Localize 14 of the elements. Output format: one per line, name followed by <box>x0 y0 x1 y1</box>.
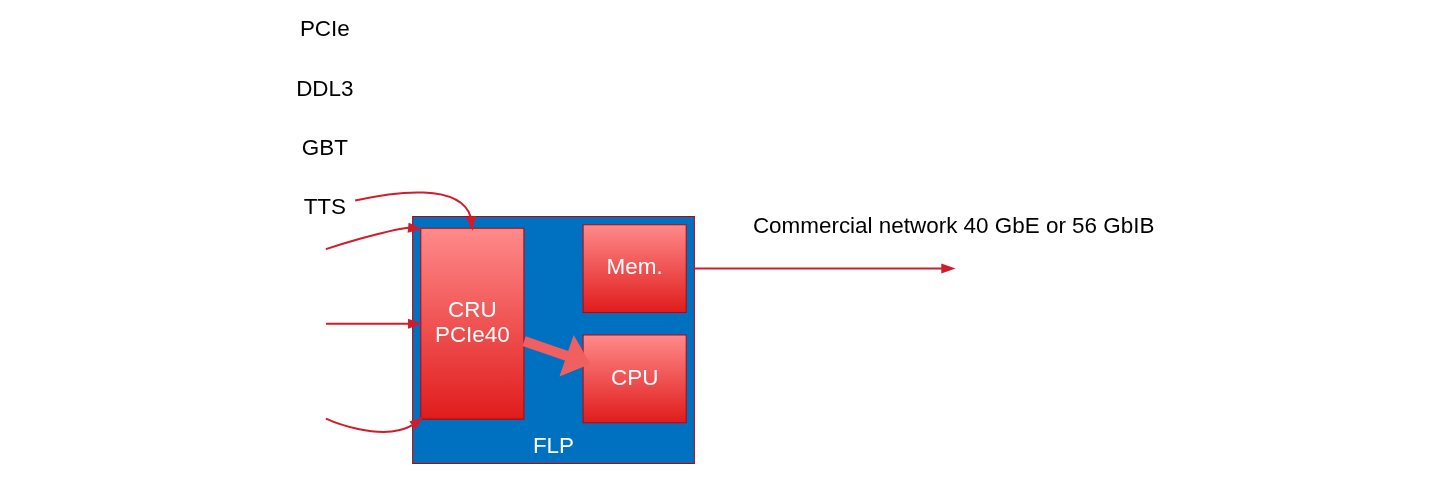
arrow <box>325 222 422 251</box>
arrow <box>325 416 424 433</box>
arrow <box>325 318 422 329</box>
label: PCIe <box>299 16 350 42</box>
arrow <box>354 191 476 231</box>
node-text: TTS <box>303 194 346 220</box>
arrow <box>693 263 956 274</box>
label: DDL3 <box>295 75 354 101</box>
node-box: Mem. <box>582 224 687 313</box>
label: GBT <box>301 134 348 160</box>
label: Commercial network 40 GbE or 56 GbIB <box>752 213 1154 239</box>
node-box: CPU <box>582 334 687 424</box>
arrow <box>521 334 590 377</box>
node-box: CRU PCIe40 <box>419 227 524 420</box>
